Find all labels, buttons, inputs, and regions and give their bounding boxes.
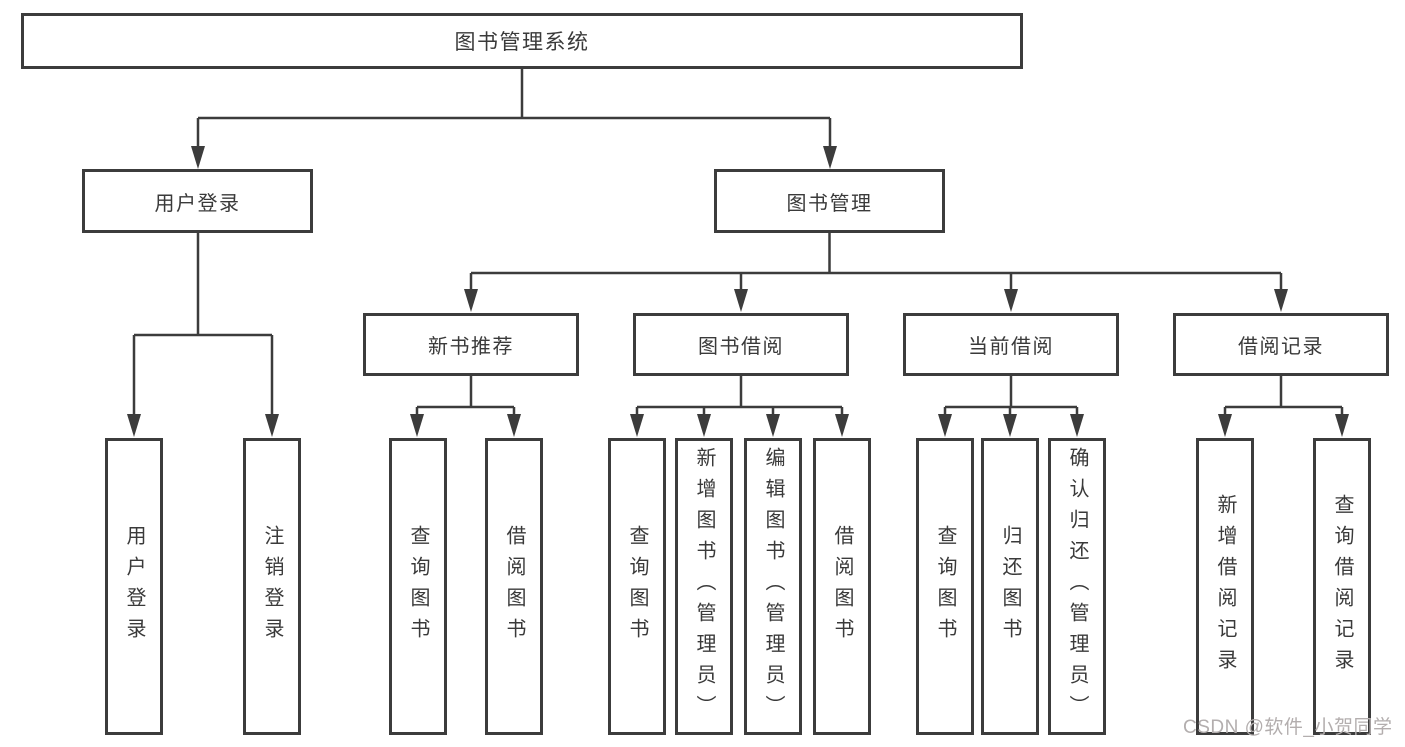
node-query-borrow-record: 查询借阅记录 <box>1313 438 1371 735</box>
watermark: CSDN @软件_小贺同学 <box>1183 717 1393 738</box>
node-edit-book-admin: 编辑图书（管理员） <box>744 438 802 735</box>
node-query-books-recommend: 查询图书 <box>389 438 447 735</box>
node-query-books-borrow: 查询图书 <box>608 438 666 735</box>
node-add-borrow-record: 新增借阅记录 <box>1196 438 1254 735</box>
node-book-borrowing: 图书借阅 <box>633 313 849 376</box>
node-logout: 注销登录 <box>243 438 301 735</box>
node-add-book-admin: 新增图书（管理员） <box>675 438 733 735</box>
node-user-login: 用户登录 <box>105 438 163 735</box>
node-book-management: 图书管理 <box>714 169 945 233</box>
node-user-login-module: 用户登录 <box>82 169 313 233</box>
node-return-book: 归还图书 <box>981 438 1039 735</box>
node-borrow-books-recommend: 借阅图书 <box>485 438 543 735</box>
node-new-book-recommend: 新书推荐 <box>363 313 579 376</box>
node-borrow-book: 借阅图书 <box>813 438 871 735</box>
node-confirm-return-admin: 确认归还（管理员） <box>1048 438 1106 735</box>
node-root-system: 图书管理系统 <box>21 13 1023 69</box>
node-current-borrowing: 当前借阅 <box>903 313 1119 376</box>
node-query-books-current: 查询图书 <box>916 438 974 735</box>
node-borrow-records: 借阅记录 <box>1173 313 1389 376</box>
